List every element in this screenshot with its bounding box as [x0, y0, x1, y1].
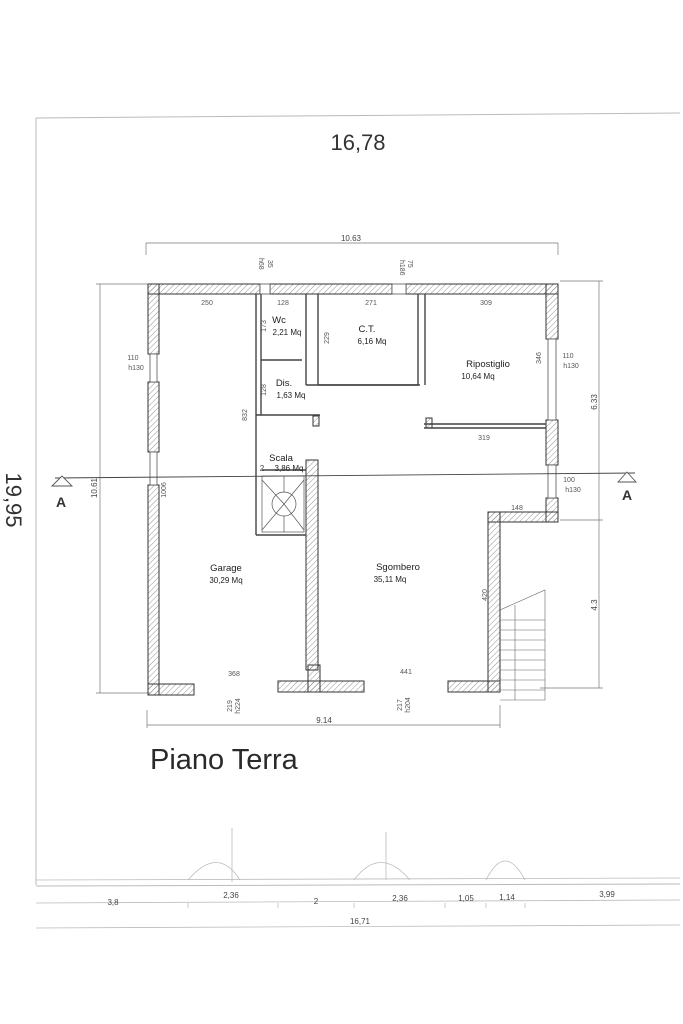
dim-wc-width: 128	[277, 300, 289, 307]
room-garage-area: 30,29 Mq	[209, 576, 242, 585]
dim-garage-width: 250	[201, 300, 213, 307]
dim-door-garage-h: h224	[235, 698, 242, 714]
section-arrow-right	[616, 471, 638, 483]
strip-value-5: 1,05	[458, 894, 474, 903]
dim-wc-depth: 173	[261, 320, 268, 332]
dim-right-lower: 4.3	[590, 599, 599, 611]
section-label-right: A	[622, 487, 632, 503]
site-depth-label: 19,95	[1, 472, 26, 527]
plan-title: Piano Terra	[150, 744, 299, 776]
dim-door-garage: 219	[227, 700, 234, 712]
elevation-strip	[35, 828, 681, 929]
site-boundary	[35, 112, 681, 887]
walls	[147, 283, 559, 696]
strip-value-4: 2,36	[392, 894, 408, 903]
site-width-label: 16,78	[330, 130, 385, 155]
room-sgombero-area: 35,11 Mq	[374, 575, 407, 584]
section-line	[54, 472, 636, 479]
external-stair	[499, 589, 546, 701]
section-label-left: A	[56, 494, 66, 510]
dim-step: 148	[511, 505, 523, 512]
dimension-lines	[96, 242, 603, 728]
dim-bottom-overall: 9.14	[316, 716, 332, 725]
dim-top-overall: 10.63	[341, 234, 362, 243]
strip-value-3: 2	[314, 897, 319, 906]
dim-top-opening-2: 75	[406, 260, 413, 268]
strip-total: 16,71	[350, 917, 371, 926]
room-wc-name: Wc	[272, 315, 286, 326]
room-ct-name: C.T.	[359, 324, 376, 335]
room-dis-name: Dis.	[276, 378, 292, 389]
room-ripostiglio-name: Ripostiglio	[466, 359, 510, 370]
strip-value-2: 2,36	[223, 891, 239, 900]
dim-door-sgombero: 217	[397, 699, 404, 711]
dim-garage-depth: 1006	[161, 482, 168, 498]
stair-symbol	[261, 475, 305, 533]
room-ct-area: 6,16 Mq	[358, 337, 387, 346]
strip-value-7: 3,99	[599, 890, 615, 899]
dim-dis-depth: 128	[261, 384, 268, 396]
windows	[149, 283, 557, 499]
dim-corridor: 832	[242, 409, 249, 421]
dim-win-left: 110	[127, 355, 138, 362]
dim-ripostiglio-inner: 319	[478, 435, 490, 442]
room-wc-area: 2,21 Mq	[273, 328, 302, 337]
dim-top-opening-2-h: h186	[398, 260, 405, 276]
room-dis-area: 1,63 Mq	[277, 391, 306, 400]
dim-ct-depth: 229	[324, 332, 331, 344]
dim-bottom-garage: 368	[228, 671, 240, 678]
partitions	[255, 294, 546, 536]
dim-win-right-h: h130	[563, 363, 579, 370]
dim-bottom-sgombero: 441	[400, 669, 412, 676]
dim-win-right2: 100	[563, 477, 575, 484]
strip-value-1: 3,8	[107, 898, 119, 907]
room-ripostiglio-area: 10,64 Mq	[461, 372, 494, 381]
room-scala-area: 3,86 Mq	[275, 464, 304, 473]
dim-top-opening-1-h: h68	[257, 258, 264, 270]
dim-ripostiglio-width: 309	[480, 300, 492, 307]
dim-ripostiglio-depth: 346	[536, 352, 543, 364]
dim-top-opening-1: 35	[266, 260, 273, 268]
room-garage-name: Garage	[210, 563, 242, 574]
room-scala-name: Scala	[269, 453, 293, 464]
dim-door-sgombero-h: h204	[405, 697, 412, 713]
dim-win-right2-h: h130	[565, 487, 581, 494]
dim-ct-width: 271	[365, 300, 377, 307]
dim-win-right: 110	[562, 353, 573, 360]
dim-win-left-h: h130	[128, 365, 144, 372]
dim-left-overall: 10.61	[90, 477, 99, 498]
section-arrow-left	[50, 475, 74, 487]
dim-scala-sub: 2	[260, 464, 265, 473]
strip-value-6: 1,14	[499, 893, 515, 902]
dim-right-upper: 6.33	[590, 394, 599, 410]
room-sgombero-name: Sgombero	[376, 562, 420, 573]
dim-sgombero-depth: 420	[482, 589, 489, 601]
